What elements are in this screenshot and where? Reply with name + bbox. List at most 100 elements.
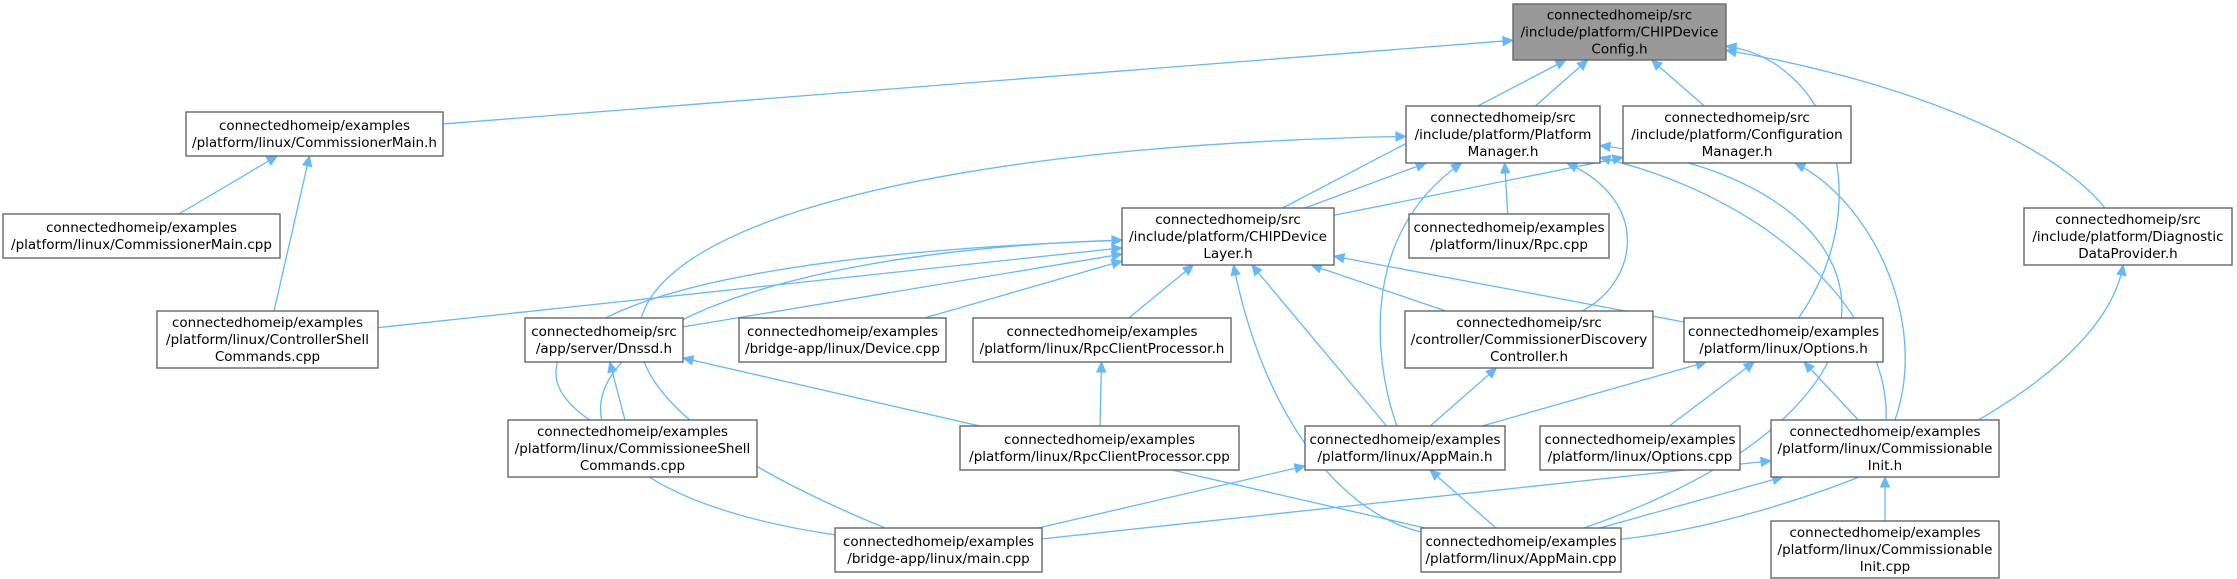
arrowhead [1576,59,1589,71]
node-label-line: Init.cpp [1860,559,1910,575]
arrowhead [1793,162,1807,173]
node-box [2,213,281,259]
arrowhead [1110,250,1124,262]
node-label-line: connectedhomeip/src [1430,110,1576,126]
arrowhead [681,355,695,366]
arrowhead [1429,469,1442,481]
node-dnssd[interactable]: connectedhomeip/src/app/server/Dnssd.h [524,317,684,363]
arrowhead [1554,59,1567,70]
node-commMainCpp[interactable]: connectedhomeip/examples/platform/linux/… [2,213,281,259]
node-label-line: connectedhomeip/examples [1414,220,1605,236]
node-label-line: /include/platform/Diagnostic [2032,229,2223,245]
node-label-line: Init.h [1868,458,1902,474]
node-label-line: /platform/linux/AppMain.cpp [1425,551,1616,567]
arrowhead [301,154,313,168]
node-device[interactable]: connectedhomeip/examples/bridge-app/linu… [738,317,947,363]
edge-devLayer-appMainCpp [1232,264,1422,533]
node-label-line: /include/platform/CHIPDevice [1129,229,1327,245]
node-rpcClientCpp[interactable]: connectedhomeip/examples/platform/linux/… [959,425,1240,471]
node-optionsCpp[interactable]: connectedhomeip/examples/platform/linux/… [1539,425,1741,471]
edge-devLayer-dnssd [682,253,1123,328]
node-label-line: /platform/linux/ControllerShell [166,332,369,348]
node-label-line: connectedhomeip/examples [1790,424,1981,440]
edge-optionsH-commInitH [1803,361,1859,421]
node-commInitH[interactable]: connectedhomeip/examples/platform/linux/… [1770,419,2000,478]
edge-optionsH-optionsCpp [1668,361,1755,427]
arrowhead [1879,475,1891,488]
node-ctrlShell[interactable]: connectedhomeip/examples/platform/linux/… [156,310,379,369]
arrowhead [607,360,618,374]
node-label-line: /bridge-app/linux/main.cpp [847,551,1029,567]
node-box [156,310,379,369]
node-label-line: /controller/CommissionerDiscovery [1411,332,1647,348]
node-label-line: /platform/linux/RpcClientProcessor.h [980,341,1225,357]
arrowhead [265,155,279,166]
node-label-line: connectedhomeip/examples [1426,534,1617,550]
node-label-line: connectedhomeip/examples [219,118,410,134]
node-appMainCpp[interactable]: connectedhomeip/examples/platform/linux/… [1420,527,1622,573]
node-label-line: Controller.h [1490,349,1568,365]
node-root: connectedhomeip/src/include/platform/CHI… [1512,3,1727,61]
node-box [185,111,444,157]
arrowhead [1332,253,1346,264]
node-bridgeMain[interactable]: connectedhomeip/examples/bridge-app/linu… [834,527,1043,573]
node-box [959,425,1240,471]
node-label-line: connectedhomeip/examples [1310,432,1501,448]
node-label-line: /include/platform/Platform [1415,127,1592,143]
node-label-line: connectedhomeip/examples [747,324,938,340]
edge-diag-appMainCpp [1620,264,2124,540]
node-box [1539,425,1741,471]
node-devLayer[interactable]: connectedhomeip/src/include/platform/CHI… [1121,207,1335,266]
node-appMainH[interactable]: connectedhomeip/examples/platform/linux/… [1304,425,1506,471]
node-box [972,317,1232,363]
node-label-line: connectedhomeip/examples [1545,432,1736,448]
node-commShell[interactable]: connectedhomeip/examples/platform/linux/… [507,419,758,478]
node-commInitCpp[interactable]: connectedhomeip/examples/platform/linux/… [1770,520,2000,579]
node-label-line: /include/platform/Configuration [1631,127,1842,143]
node-box [1770,419,2000,478]
node-box [738,317,947,363]
node-rpcCpp[interactable]: connectedhomeip/examples/platform/linux/… [1408,213,1610,259]
node-box [1512,3,1727,61]
node-platMgr[interactable]: connectedhomeip/src/include/platform/Pla… [1405,105,1601,164]
node-label-line: Commands.cpp [580,458,685,474]
edge-devLayer-commDisc [1311,264,1446,312]
node-commDisc[interactable]: connectedhomeip/src/controller/Commissio… [1404,310,1654,369]
arrowhead [1111,235,1124,246]
edge-optionsH-appMainH [1481,361,1707,427]
node-label-line: Config.h [1591,42,1647,58]
node-label-line: connectedhomeip/examples [172,315,363,331]
node-rpcClientH[interactable]: connectedhomeip/examples/platform/linux/… [972,317,1232,363]
node-box [1770,520,2000,579]
arrowhead [1251,264,1263,277]
edge-root-platMgr [1534,59,1589,107]
node-label-line: DataProvider.h [2078,246,2177,262]
arrowhead [1500,161,1511,174]
node-label-line: connectedhomeip/src [1547,8,1693,24]
node-box [1304,425,1506,471]
node-label-line: connectedhomeip/examples [46,220,237,236]
node-box [1420,527,1622,573]
node-label-line: connectedhomeip/examples [1790,525,1981,541]
node-optionsH[interactable]: connectedhomeip/examples/platform/linux/… [1683,317,1884,363]
node-label-line: Manager.h [1702,144,1773,160]
edge-appMainH-bridgeMain [1037,465,1306,529]
arrowhead [1650,59,1663,71]
arrowhead [1803,361,1816,374]
node-box [2023,207,2233,266]
edge-devLayer-commShell [555,239,1123,421]
edge-root-confMgr [1651,59,1705,107]
edge-appMainH-appMainCpp [1429,469,1497,529]
edge-devLayer-rpcClientH [1128,264,1194,319]
edge-commInitH-bridgeMain [1041,460,1772,540]
node-diag[interactable]: connectedhomeip/src/include/platform/Dia… [2023,207,2233,266]
node-commMainH[interactable]: connectedhomeip/examples/platform/linux/… [185,111,444,157]
node-confMgr[interactable]: connectedhomeip/src/include/platform/Con… [1622,105,1852,164]
arrowhead [1110,243,1124,255]
edge-commInitH-appMainCpp [1599,476,1783,529]
arrowhead [1611,154,1625,165]
edge-rpcClientH-rpcClientCpp [1099,361,1103,427]
arrowhead [1485,367,1498,379]
node-box [507,419,758,478]
